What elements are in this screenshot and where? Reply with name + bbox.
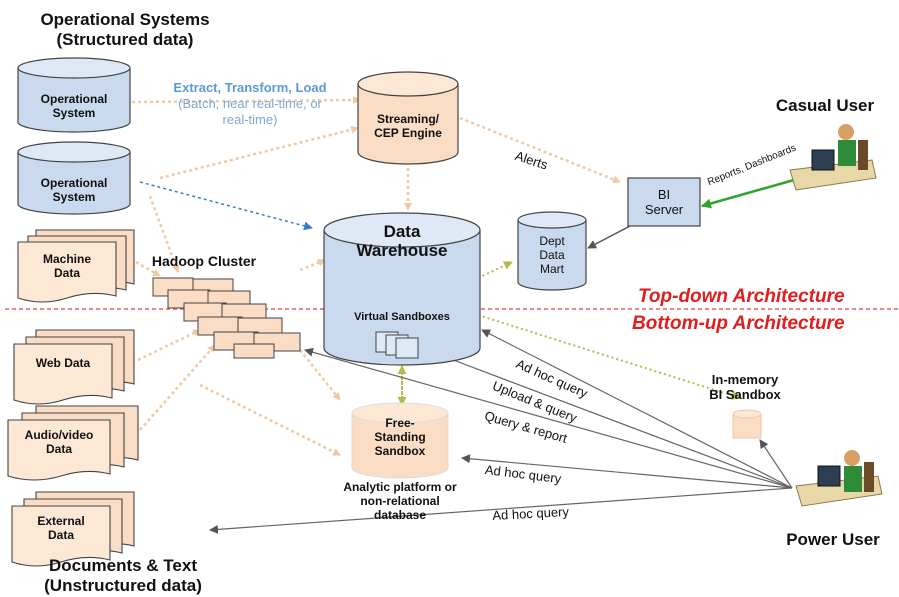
op2-line1: Operational <box>40 176 108 190</box>
machine-data-documents <box>17 229 135 303</box>
operational-systems-title-line2: (Structured data) <box>56 30 194 49</box>
op1-line1: Operational <box>40 92 108 106</box>
bottom-up-architecture-label: Bottom-up Architecture <box>632 313 845 334</box>
external-data-documents <box>11 491 135 567</box>
dw-line2: Warehouse <box>356 241 448 260</box>
dept-data-mart-cylinder <box>517 211 587 291</box>
etl-label: Extract, Transform, Load (Batch, near re… <box>134 80 366 128</box>
data-warehouse-label: Data Warehouse <box>324 222 480 260</box>
streaming-line1: Streaming/ <box>376 112 439 126</box>
audio-line2: Data <box>45 442 72 456</box>
operational-system-1-cylinder <box>17 57 131 133</box>
ap-line2: non-relational <box>360 494 440 508</box>
audio-video-data-documents <box>7 405 139 481</box>
etl-sub-line2: real-time) <box>222 112 278 127</box>
operational-systems-title-line1: Operational Systems <box>40 10 210 29</box>
data-warehouse-cylinder <box>323 212 481 366</box>
power-user-arrows <box>209 329 793 534</box>
hadoop-cluster-nodes <box>152 277 301 359</box>
operational-system-2-label: Operational System <box>18 176 130 204</box>
etl-title: Extract, Transform, Load <box>173 80 327 95</box>
olive-dotted-arrows <box>397 261 741 406</box>
documents-title-line1: Documents & Text <box>49 556 197 575</box>
machine-line1: Machine <box>42 252 91 266</box>
streaming-cep-engine-cylinder <box>357 71 459 165</box>
mart-line2: Data <box>539 248 565 262</box>
etl-sub-line1: (Batch, near real-time, or <box>178 96 322 111</box>
data-flow-arrows <box>131 96 621 457</box>
web-line1: Web Data <box>35 356 91 370</box>
web-data-documents <box>13 329 135 405</box>
dept-data-mart-label: Dept Data Mart <box>518 234 586 276</box>
imbs-line1: In-memory <box>711 372 779 387</box>
mart-line3: Mart <box>540 262 564 276</box>
external-data-label: External Data <box>12 514 110 542</box>
top-down-architecture-label: Top-down Architecture <box>638 286 845 307</box>
mart-line1: Dept <box>539 234 565 248</box>
in-memory-sandbox-label: In-memory BI Sandbox <box>690 372 800 402</box>
bi-to-mart-arrow <box>587 225 631 249</box>
casual-to-bi-arrow <box>701 174 809 209</box>
ap-line1: Analytic platform or <box>343 480 457 494</box>
hadoop-cluster-title: Hadoop Cluster <box>151 253 257 269</box>
fss-line2: Standing <box>374 430 426 444</box>
power-user-icon <box>795 450 883 507</box>
external-line2: Data <box>47 528 74 542</box>
casual-user-icon <box>789 124 877 191</box>
fss-line1: Free- <box>385 416 415 430</box>
virtual-sandboxes-label: Virtual Sandboxes <box>354 311 450 323</box>
machine-data-label: Machine Data <box>18 252 116 280</box>
bi-line1: BI <box>657 187 671 202</box>
external-line1: External <box>37 514 85 528</box>
audio-video-data-label: Audio/video Data <box>8 428 110 456</box>
dw-line1: Data <box>383 222 421 241</box>
free-standing-sandbox-label: Free- Standing Sandbox <box>352 416 448 458</box>
web-data-label: Web Data <box>14 356 112 370</box>
power-user-title: Power User <box>786 530 880 549</box>
op1-line2: System <box>52 106 96 120</box>
bi-line2: Server <box>644 202 684 217</box>
imbs-line2: BI Sandbox <box>709 387 781 402</box>
fss-line3: Sandbox <box>374 444 426 458</box>
virtual-sandboxes-icon <box>375 331 419 359</box>
ap-line3: database <box>373 508 427 522</box>
in-memory-sandbox-icon <box>732 409 762 439</box>
free-standing-sandbox-cylinder <box>351 402 449 479</box>
etl-arrow <box>139 181 313 231</box>
documents-title-line2: (Unstructured data) <box>44 576 202 595</box>
documents-text-title: Documents & Text (Unstructured data) <box>6 556 240 596</box>
operational-systems-title: Operational Systems (Structured data) <box>20 10 230 50</box>
streaming-cep-label: Streaming/ CEP Engine <box>358 112 458 140</box>
analytic-platform-label: Analytic platform or non-relational data… <box>320 480 480 522</box>
audio-line1: Audio/video <box>24 428 94 442</box>
machine-line2: Data <box>53 266 80 280</box>
operational-system-1-label: Operational System <box>18 92 130 120</box>
bi-server-label: BI Server <box>628 187 700 217</box>
casual-user-title: Casual User <box>775 96 875 115</box>
op2-line2: System <box>52 190 96 204</box>
streaming-line2: CEP Engine <box>374 126 442 140</box>
bi-server-box <box>627 177 701 227</box>
operational-system-2-cylinder <box>17 141 131 215</box>
